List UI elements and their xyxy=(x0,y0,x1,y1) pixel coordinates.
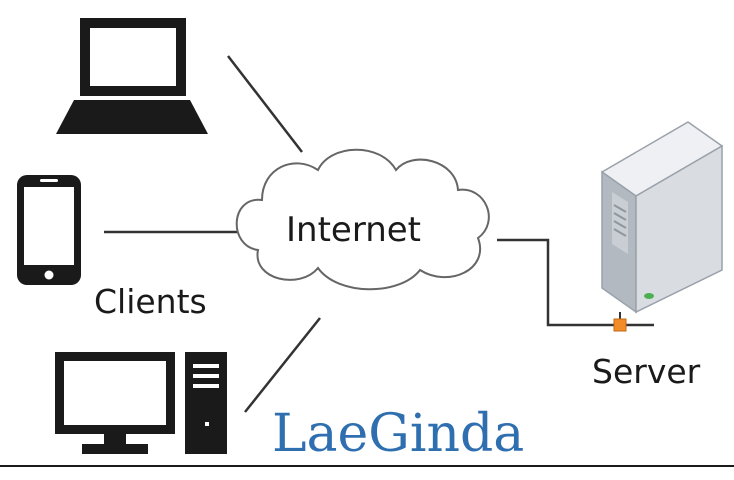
server-icon xyxy=(600,121,724,314)
smartphone-icon xyxy=(17,175,81,285)
cloud-icon xyxy=(235,148,490,291)
server-connection-line xyxy=(497,238,605,327)
watermark-text: LaeGinda xyxy=(272,404,525,464)
laptop-icon xyxy=(56,18,208,134)
network-connector-icon xyxy=(605,312,654,332)
desktop-monitor-icon xyxy=(55,352,175,454)
desktop-connection-line xyxy=(244,317,321,413)
internet-label: Internet xyxy=(286,210,422,250)
desktop-tower-icon xyxy=(185,352,227,454)
server-label: Server xyxy=(592,352,701,391)
laptop-connection-line xyxy=(227,55,303,153)
clients-label: Clients xyxy=(94,282,207,321)
